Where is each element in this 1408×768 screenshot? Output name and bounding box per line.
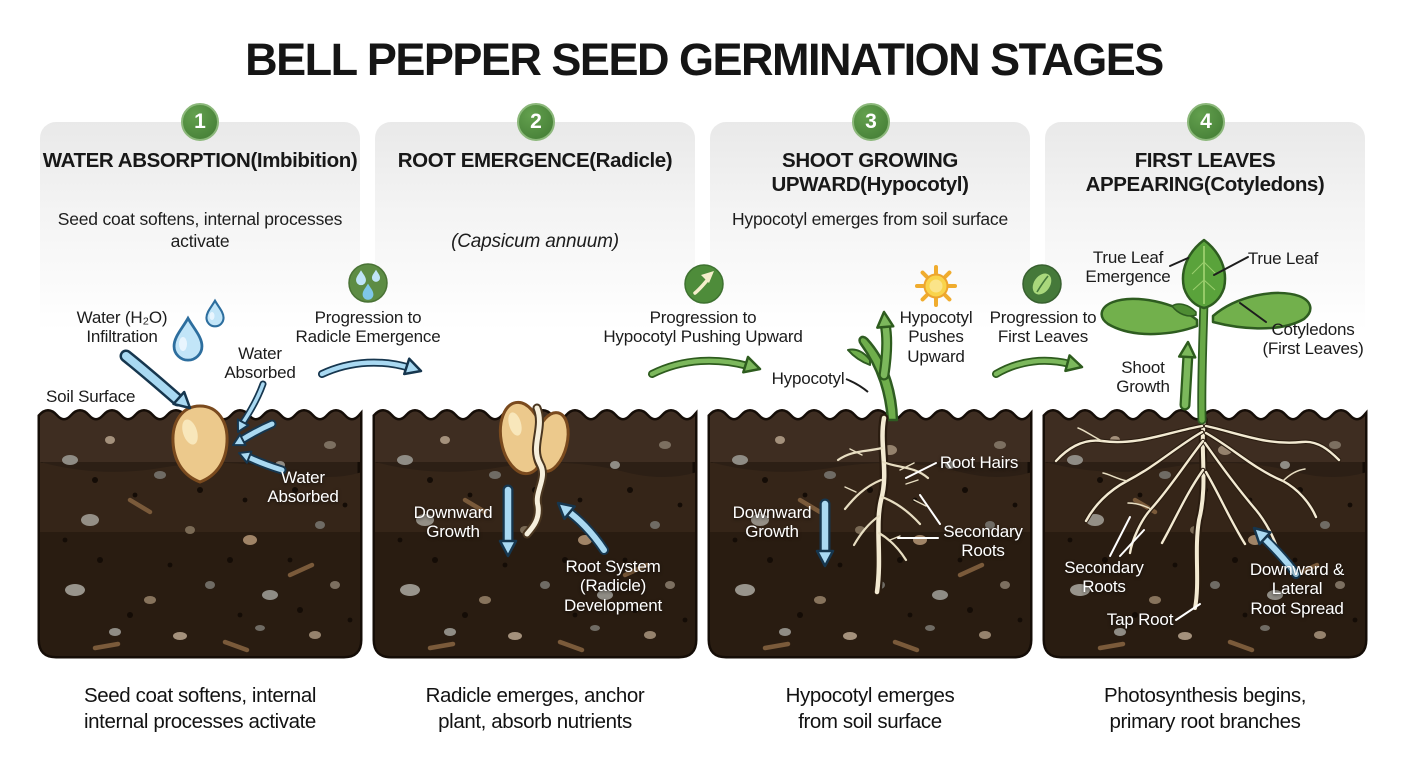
stage-1-badge: 1	[181, 103, 219, 141]
label-root-hairs: Root Hairs	[939, 453, 1019, 472]
label-water-infiltration: Water (H₂O)Infiltration	[76, 308, 168, 347]
label-cotyledons: Cotyledons(First Leaves)	[1262, 320, 1364, 359]
label-soil-surface: Soil Surface	[46, 387, 136, 406]
stage-1-subtitle: Seed coat softens, internal processes ac…	[57, 209, 343, 251]
label-tap-root: Tap Root	[1106, 610, 1174, 629]
stage-4-caption: Photosynthesis begins,primary root branc…	[1103, 684, 1307, 733]
stage-4-header: FIRST LEAVES APPEARING(Cotyledons)	[1085, 149, 1325, 196]
stage-1-header: WATER ABSORPTION(Imbibition)	[42, 149, 358, 172]
stage-3-header: SHOOT GROWING UPWARD(Hypocotyl)	[771, 149, 969, 196]
stage-2-badge: 2	[517, 103, 555, 141]
stage-3-badge: 3	[852, 103, 890, 141]
label-hypocotyl: Hypocotyl	[771, 369, 845, 388]
stage-3-subtitle: Hypocotyl emerges from soil surface	[731, 209, 1009, 229]
page-title: BELL PEPPER SEED GERMINATION STAGES	[245, 34, 1164, 85]
label-true-leaf: True Leaf	[1247, 249, 1319, 268]
stage-2-subtitle: (Capsicum annuum)	[451, 231, 619, 252]
stage-2-header: ROOT EMERGENCE(Radicle)	[397, 149, 673, 172]
stage-4-badge: 4	[1187, 103, 1225, 141]
label-root-system: Root System(Radicle)Development	[564, 557, 662, 615]
